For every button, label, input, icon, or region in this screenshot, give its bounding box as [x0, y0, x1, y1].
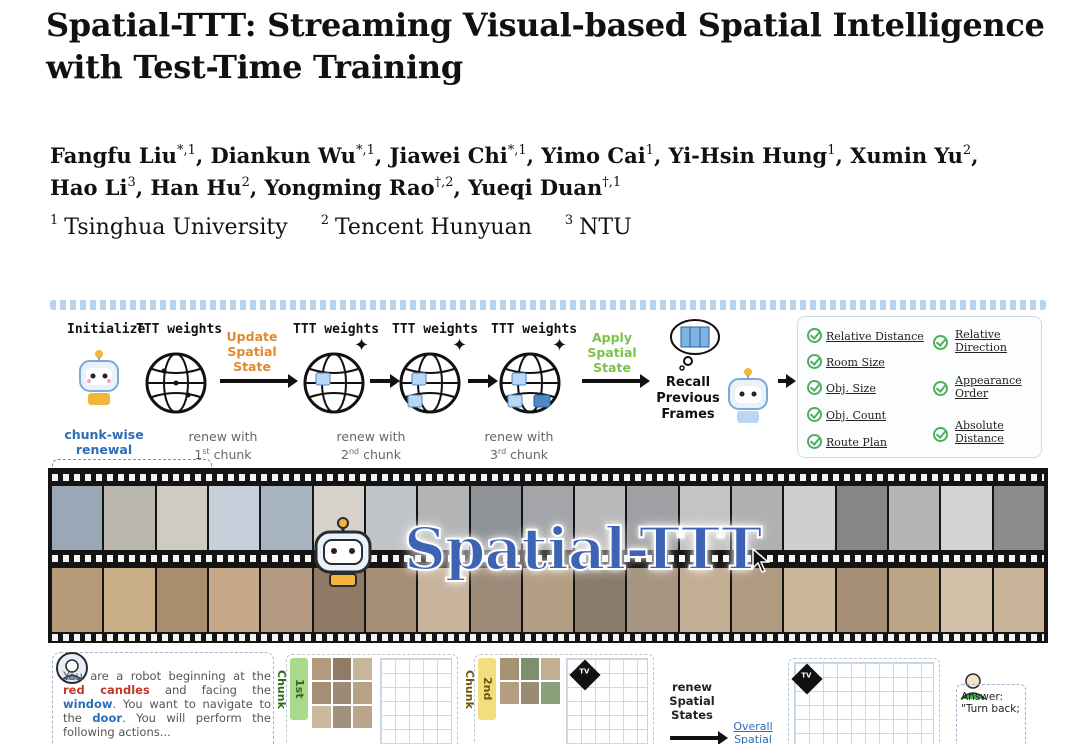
frame-row-1	[52, 486, 1044, 550]
task-item: Obj. Size	[826, 382, 876, 395]
film-perforation	[52, 634, 1044, 641]
overall-spatial-label: Overall Spatial	[733, 720, 773, 744]
renew-spatial-states-label: renew Spatial States	[669, 680, 715, 722]
check-icon	[933, 381, 948, 396]
first-chunk-label: 1st Chunk	[275, 658, 308, 720]
film-perforation	[52, 474, 1044, 481]
second-chunk-thumbs	[500, 658, 560, 704]
author: Han Hu2,	[150, 175, 265, 200]
network-globe-icon	[303, 352, 365, 414]
check-icon	[807, 434, 822, 449]
spatial-grid-map	[380, 658, 452, 744]
task-item: Relative Direction	[955, 328, 1007, 354]
author: Xumin Yu2,	[850, 143, 979, 168]
check-icon	[933, 335, 948, 350]
update-spatial-state-label: Update Spatial State	[226, 329, 278, 374]
sparkle-icon: ✦	[354, 335, 370, 356]
author: Jiawei Chi*,1,	[389, 143, 542, 168]
map-thought-icon	[670, 319, 720, 371]
check-icon	[807, 407, 822, 422]
network-globe-icon	[499, 352, 561, 414]
robot-icon	[79, 350, 119, 405]
answer-box: Answer: "Turn back;	[956, 684, 1026, 744]
title-line-1: Spatial-TTT: Streaming Visual-based Spat…	[46, 6, 1045, 44]
check-icon	[807, 354, 822, 369]
author: Yueqi Duan†,1	[468, 175, 622, 200]
chunk-bracket	[52, 459, 212, 467]
author: Yongming Rao†,2,	[264, 175, 469, 200]
author: Yi-Hsin Hung1,	[668, 143, 851, 168]
film-perforation	[52, 555, 1044, 562]
overall-panel	[788, 658, 940, 744]
apply-spatial-state-label: Apply Spatial State	[587, 330, 637, 375]
check-icon	[807, 380, 822, 395]
arrow-right	[468, 374, 498, 388]
sparkle-icon: ✦	[552, 335, 568, 356]
first-chunk-panel	[286, 654, 458, 744]
answer-text: "Turn back;	[961, 703, 1020, 715]
robot-icon	[728, 368, 768, 423]
arrow-right	[778, 374, 796, 388]
check-icon	[807, 328, 822, 343]
sparkle-icon: ✦	[452, 335, 468, 356]
arrow-right	[370, 374, 400, 388]
task-item: Obj. Count	[826, 409, 887, 422]
arrow-right	[220, 374, 298, 388]
task-item: Absolute Distance	[955, 419, 1004, 445]
task-item: Appearance Order	[955, 374, 1022, 400]
check-icon	[933, 427, 948, 442]
renew-label-2: renew with 2nd chunk	[336, 429, 406, 463]
video-film-strip	[48, 468, 1048, 643]
paper-title: Spatial-TTT: Streaming Visual-based Spat…	[46, 4, 1046, 88]
instruction-prompt-box: You are a robot beginning at the red can…	[52, 652, 274, 744]
ttt-weights-label-3: TTT weights	[491, 322, 578, 337]
user-avatar-icon	[56, 652, 88, 684]
title-line-2: with Test-Time Training	[46, 48, 463, 86]
answer-label: Answer:	[961, 691, 1004, 703]
ttt-weights-label-1: TTT weights	[293, 322, 380, 337]
arrow-right	[582, 374, 650, 388]
figure-top-border	[50, 300, 1046, 310]
robot-mascot-icon	[314, 517, 372, 587]
network-globe-icon	[399, 352, 461, 414]
frame-row-2	[52, 568, 1044, 632]
renew-label-1: renew with 1st chunk	[188, 429, 258, 463]
first-chunk-thumbs	[312, 658, 372, 728]
instruction-text: You are a robot beginning at the red can…	[63, 669, 271, 739]
recall-previous-frames-label: Recall Previous Frames	[656, 375, 720, 422]
author-list: Fangfu Liu*,1, Diankun Wu*,1, Jiawei Chi…	[50, 140, 1060, 204]
author: Fangfu Liu*,1,	[50, 143, 211, 168]
network-globe-icon	[145, 352, 207, 414]
author: Yimo Cai1,	[541, 143, 669, 168]
bottom-figure-panels: You are a robot beginning at the red can…	[50, 650, 1040, 744]
ttt-weights-label-0: TTT weights	[136, 322, 223, 337]
task-item: Room Size	[826, 356, 885, 369]
task-item: Route Plan	[826, 436, 887, 449]
spatial-ttt-logo-text: Spatial-TTT	[403, 514, 763, 584]
renew-label-3: renew with 3rd chunk	[484, 429, 554, 463]
chunk-wise-renewal-label: chunk-wise renewal	[64, 427, 144, 457]
pipeline-diagram: Initialize TTT weights TTT weights TTT w…	[52, 313, 1042, 467]
mouse-cursor-icon	[752, 548, 770, 573]
task-item: Relative Distance	[826, 330, 924, 343]
second-chunk-label: 2nd Chunk	[463, 658, 496, 720]
task-list-box: Relative Distance Room Size Obj. Size Ob…	[797, 316, 1042, 458]
initialize-label: Initialize	[67, 322, 146, 337]
author: Diankun Wu*,1,	[210, 143, 390, 168]
ttt-weights-label-2: TTT weights	[392, 322, 479, 337]
second-chunk-panel	[474, 654, 654, 744]
arrow-right	[670, 731, 728, 744]
author: Hao Li3,	[50, 175, 151, 200]
